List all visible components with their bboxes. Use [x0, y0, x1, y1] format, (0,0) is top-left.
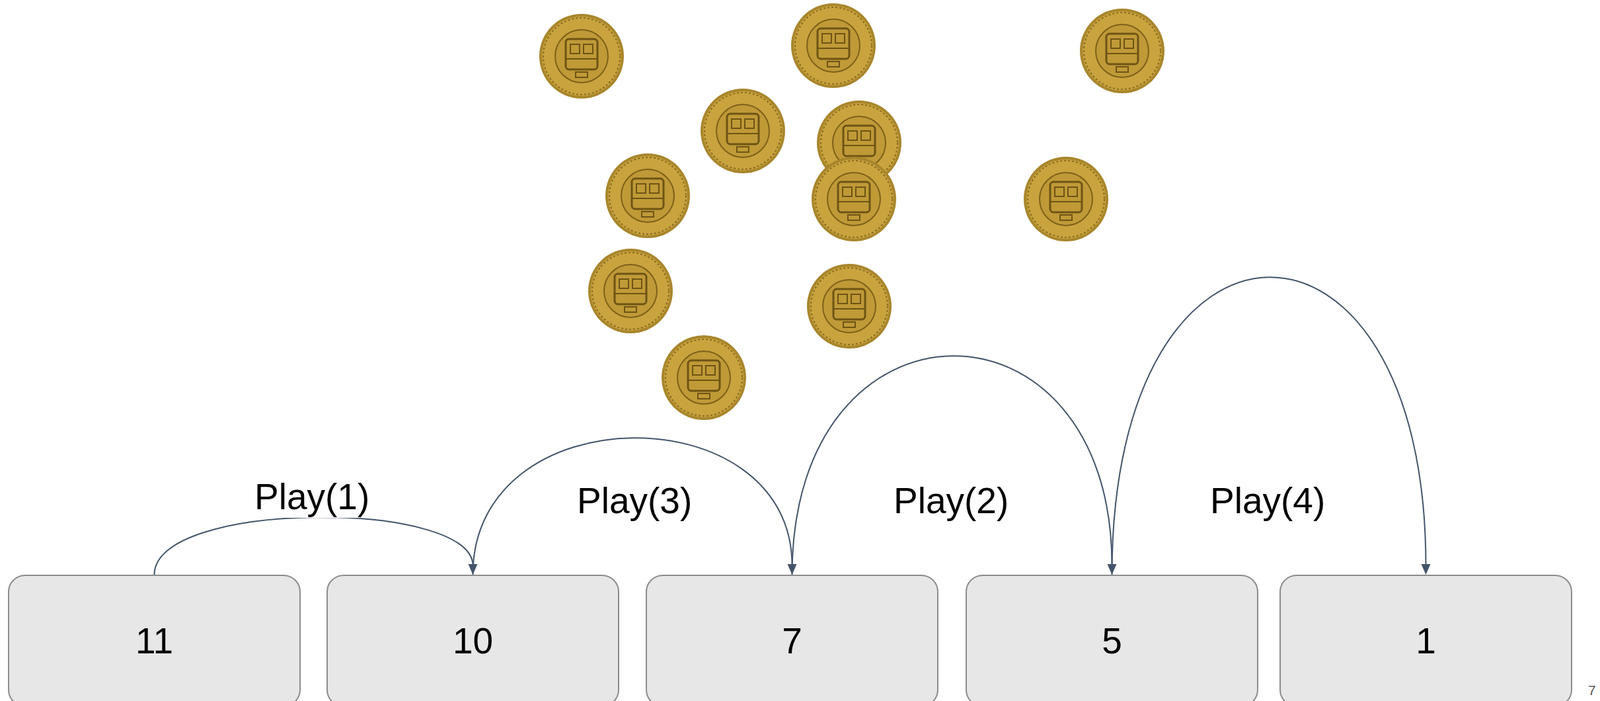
state-value: 11: [135, 619, 174, 662]
transition-arc: [792, 355, 1117, 575]
transition-arc: [154, 516, 478, 575]
move-label: Play(2): [890, 479, 1012, 522]
state-value: 1: [1415, 619, 1437, 662]
state-value: 10: [452, 619, 494, 662]
state-box: 11: [7, 574, 301, 701]
state-box: 7: [645, 574, 939, 701]
page-number: 7: [1588, 682, 1597, 698]
state-box: 1: [1279, 574, 1573, 701]
move-label: Play(4): [1207, 479, 1328, 522]
state-value: 7: [781, 619, 803, 662]
state-box: 5: [965, 574, 1259, 701]
state-box: 10: [326, 574, 620, 701]
move-label: Play(3): [574, 479, 695, 522]
transition-arc: [473, 437, 798, 575]
transition-arc: [1112, 276, 1431, 575]
state-value: 5: [1101, 619, 1123, 662]
move-label: Play(1): [251, 475, 373, 518]
